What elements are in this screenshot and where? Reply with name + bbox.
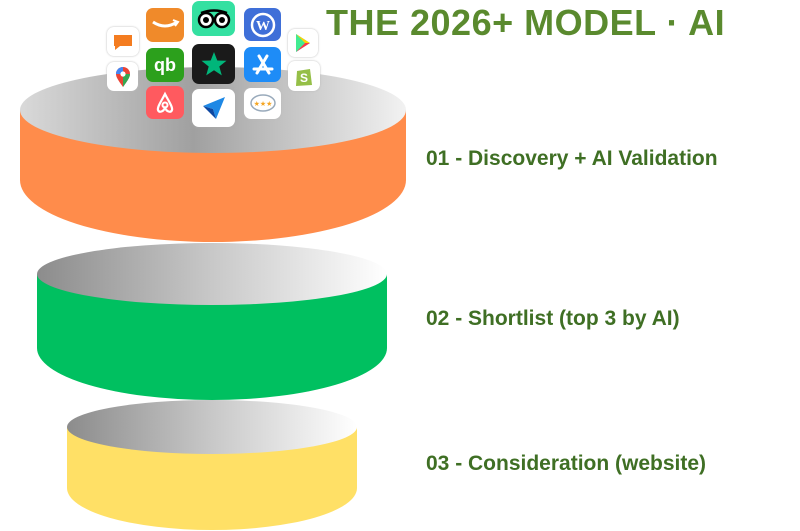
tier-3-top (67, 400, 357, 454)
airbnb-icon (146, 86, 184, 119)
speech-bubble-icon (107, 27, 139, 56)
shopify-icon: S (288, 61, 320, 91)
send-arrow-icon (192, 89, 235, 127)
wordpress-icon: W (244, 8, 281, 41)
google-maps-icon (107, 62, 138, 91)
google-play-icon (288, 29, 318, 57)
funnel-tier-shortlist (37, 243, 387, 400)
star-review-icon: ★★★ (244, 88, 281, 119)
trustpilot-icon (192, 44, 235, 84)
tripadvisor-icon (192, 1, 235, 36)
tier-3-body (67, 427, 357, 530)
app-store-icon (244, 47, 281, 82)
svg-text:S: S (300, 71, 308, 85)
stage-label-shortlist: 02 - Shortlist (top 3 by AI) (426, 307, 680, 330)
tier-2-top (37, 243, 387, 305)
stage-label-consideration: 03 - Consideration (website) (426, 452, 707, 475)
amazon-icon (146, 8, 184, 42)
quickbooks-icon: qb (146, 48, 184, 82)
svg-text:qb: qb (154, 55, 176, 75)
tier-2-body (37, 274, 387, 400)
diagram-title: THE 2026+ MODEL · AI (326, 2, 726, 43)
funnel-tier-consideration (67, 400, 357, 530)
svg-text:★★★: ★★★ (253, 100, 272, 108)
svg-text:W: W (256, 19, 270, 34)
stage-label-discovery: 01 - Discovery + AI Validation (426, 147, 718, 170)
